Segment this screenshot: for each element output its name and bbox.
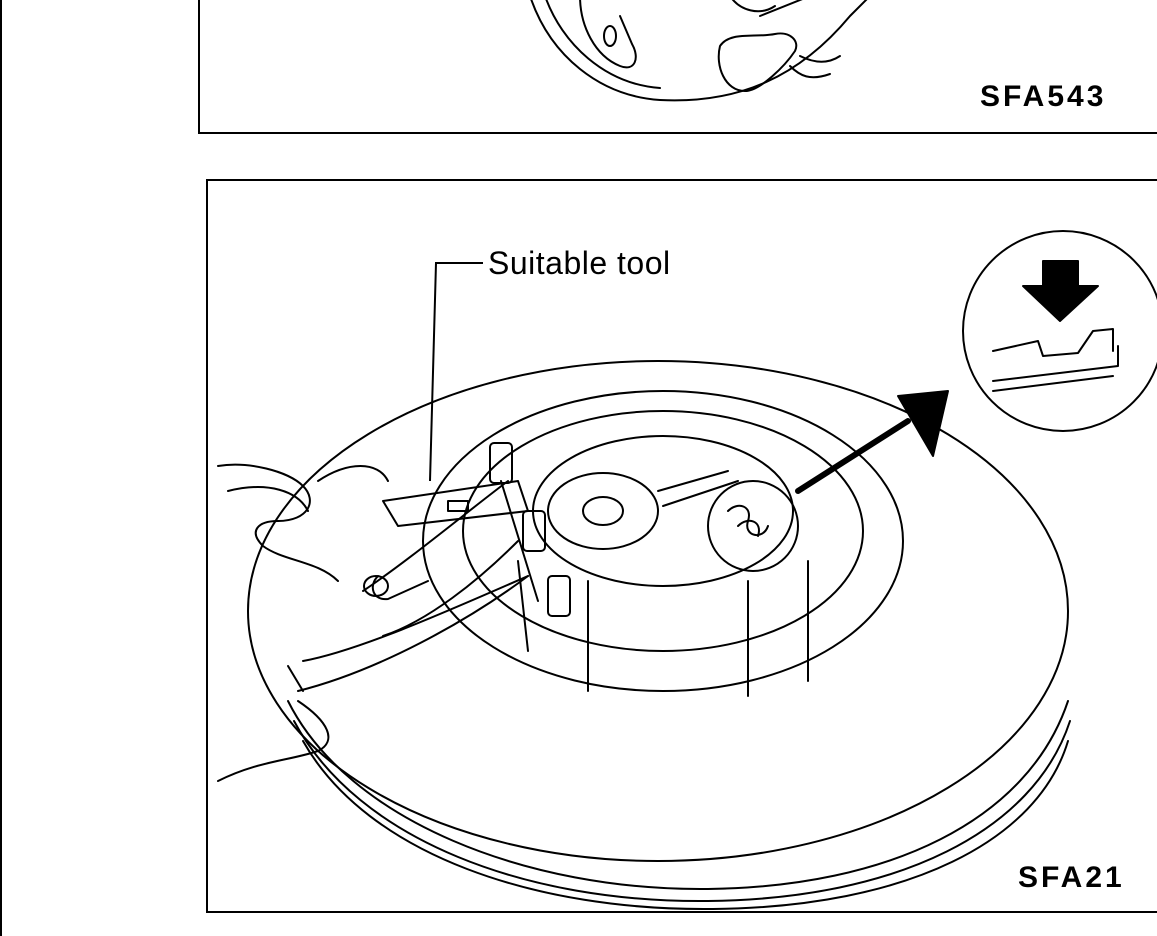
callout-suitable-tool: Suitable tool	[488, 245, 671, 281]
pointer-arrow-shaft	[795, 418, 911, 494]
hub-inner	[462, 410, 864, 652]
hand-upper	[217, 463, 339, 582]
tool-screw-2	[522, 510, 546, 552]
adjuster-part	[717, 32, 798, 92]
figure-code-bottom: SFA21	[1018, 861, 1125, 894]
drum-rim-3	[302, 740, 1069, 911]
drum-arc	[530, 0, 868, 102]
backing-plate	[547, 472, 659, 550]
tool-handle-bottom	[297, 575, 529, 692]
drum-outer-ring	[247, 360, 1069, 862]
brake-shoe-right	[731, 0, 776, 13]
inset-part-outline	[992, 328, 1114, 357]
figure-top-panel: SFA543	[198, 0, 1157, 134]
figure-top-illustration	[530, 0, 868, 102]
figure-bottom-panel: Suitable tool SFA21	[206, 179, 1157, 913]
tool-handle-top	[362, 480, 509, 592]
inset-circle	[962, 230, 1157, 432]
down-arrow-icon	[1022, 260, 1099, 322]
tool-jaw	[382, 480, 529, 527]
pointer-arrow-head	[897, 390, 949, 457]
hand-lower	[217, 700, 330, 782]
figure-code-top: SFA543	[980, 80, 1107, 113]
brake-drum-illustration	[217, 230, 1157, 911]
drum-rim-1	[287, 700, 1069, 891]
hub-center	[532, 435, 794, 587]
hub-outer	[422, 390, 904, 692]
tool-screw-1	[489, 442, 513, 484]
tool-screw-3	[547, 575, 571, 617]
page-left-border	[0, 0, 2, 936]
brake-shoe-left	[579, 0, 637, 69]
drum-rim-2	[293, 720, 1071, 903]
spring-detail-circle	[707, 480, 799, 572]
